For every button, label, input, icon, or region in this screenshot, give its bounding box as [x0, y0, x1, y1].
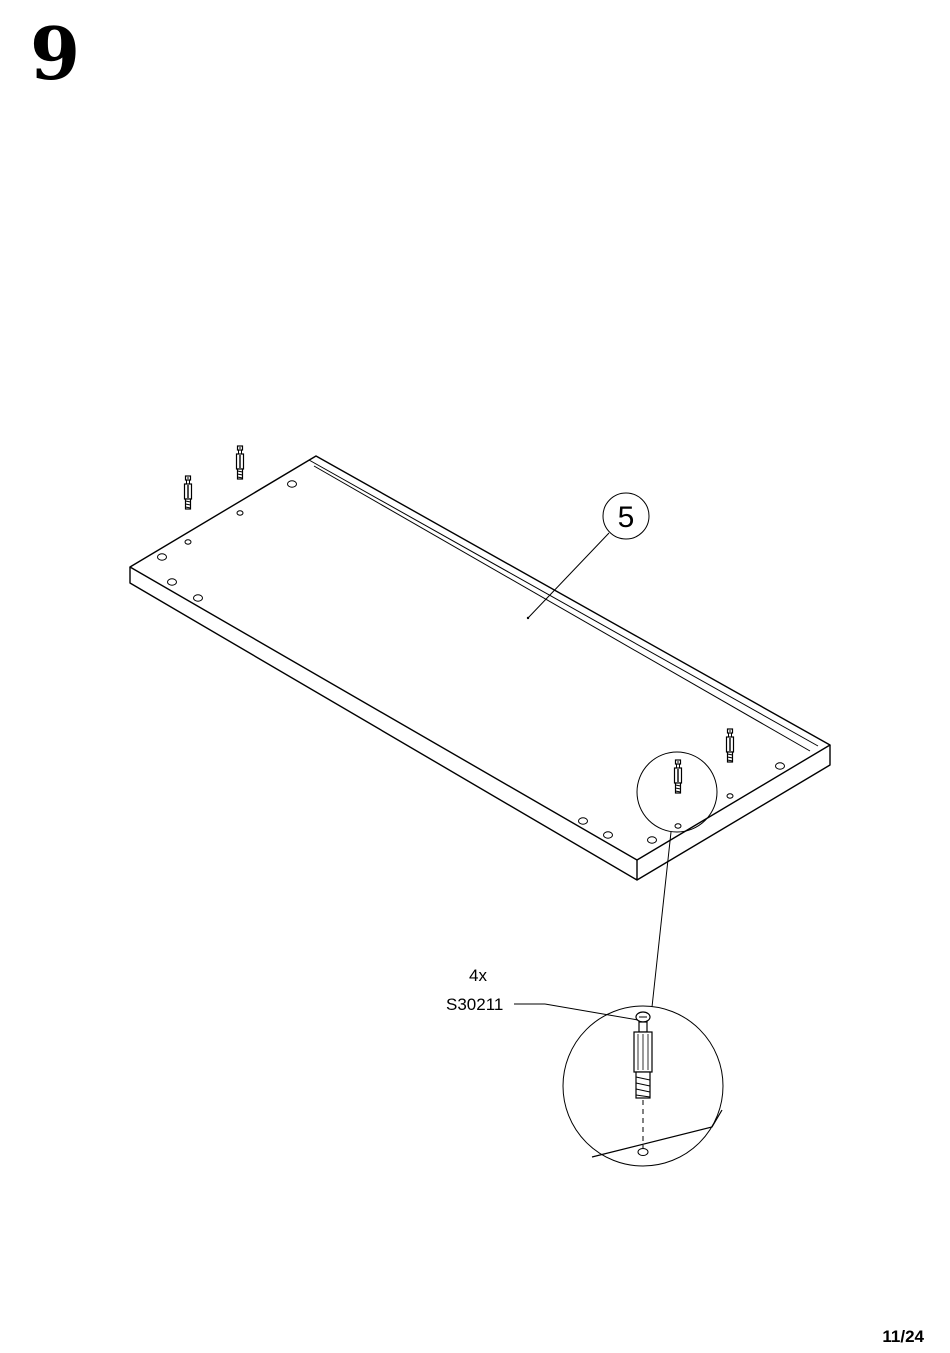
hole: [579, 818, 588, 824]
hardware-callout: 4x S30211: [446, 966, 638, 1020]
hardware-code: S30211: [446, 995, 503, 1014]
panel: [130, 456, 830, 880]
hole: [648, 837, 657, 843]
hardware-quantity: 4x: [469, 966, 487, 985]
hole: [675, 824, 681, 828]
hole: [638, 1149, 648, 1156]
hole: [168, 579, 177, 585]
part-callout: 5: [527, 493, 649, 619]
hole: [237, 511, 243, 515]
hole: [194, 595, 203, 601]
part-label: 5: [618, 501, 635, 534]
hole: [185, 540, 191, 544]
cam-pin: [185, 476, 192, 509]
detail-circle-large: [563, 1006, 723, 1166]
hole: [776, 763, 785, 769]
hole: [158, 554, 167, 560]
hole: [604, 832, 613, 838]
hole: [727, 794, 733, 798]
hole: [288, 481, 297, 487]
page-number: 11/24: [882, 1327, 924, 1347]
cam-pin: [237, 446, 244, 479]
